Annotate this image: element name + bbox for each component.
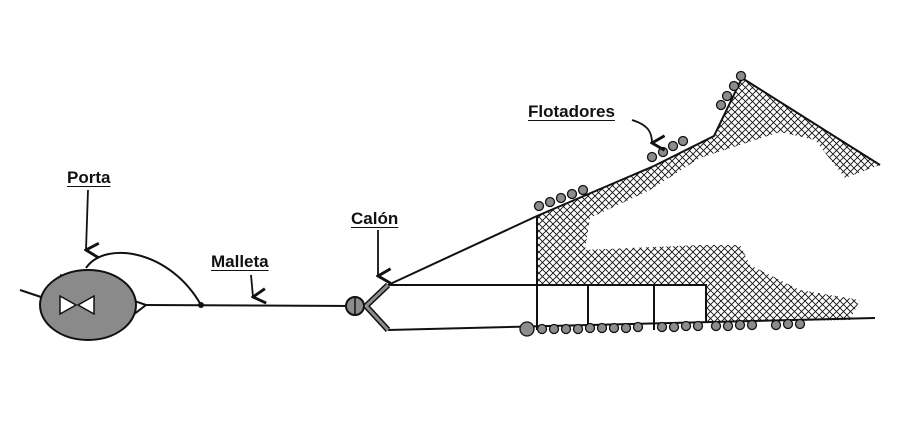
door-porta (39, 269, 204, 341)
malleta-arrow (250, 274, 253, 297)
porta-label: Porta (67, 168, 111, 187)
flotadores-label: Flotadores (528, 102, 615, 121)
footrope-rollers (519, 318, 806, 337)
net-mesh (537, 78, 880, 322)
label-arrows (86, 119, 652, 297)
calon-spreader (345, 282, 391, 333)
headrope (387, 76, 881, 330)
flotadores-arrow (631, 119, 652, 143)
porta-arrow (86, 189, 88, 250)
calon-label: Calón (351, 209, 399, 228)
floats (533, 70, 747, 212)
footrope (387, 317, 876, 331)
malleta-label: Malleta (211, 252, 269, 271)
